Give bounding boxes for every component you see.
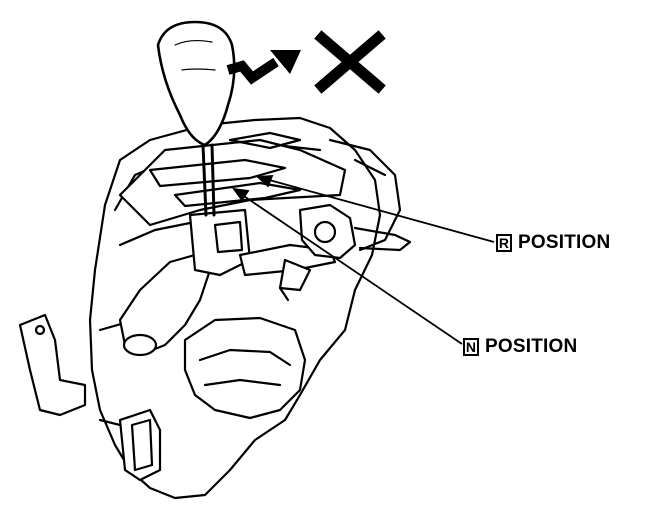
housing-contour	[118, 220, 197, 247]
left-bracket	[18, 313, 87, 417]
bolt-hole	[34, 324, 46, 336]
leader-lines	[232, 174, 495, 345]
n-badge: N	[463, 337, 479, 356]
zigzag-arrow-icon	[226, 50, 301, 85]
lever-pivot	[122, 333, 158, 357]
n-position-text: POSITION	[485, 336, 578, 357]
r-position-text: POSITION	[518, 232, 611, 253]
r-badge: R	[496, 233, 512, 252]
side-bracket	[328, 138, 402, 252]
gate-slot	[173, 181, 302, 208]
r-position-label: R POSITION	[496, 233, 610, 252]
gate-slot	[228, 131, 302, 150]
shift-knob	[156, 20, 236, 147]
side-bracket	[353, 158, 387, 177]
harness	[278, 258, 312, 292]
shift-bracket	[188, 208, 252, 277]
solenoid	[298, 203, 357, 260]
x-mark-icon	[314, 30, 386, 94]
mechanism-body	[183, 316, 307, 420]
lever-shaft	[201, 143, 208, 217]
gate-slot	[148, 158, 287, 188]
n-position-label: N POSITION	[463, 337, 577, 356]
